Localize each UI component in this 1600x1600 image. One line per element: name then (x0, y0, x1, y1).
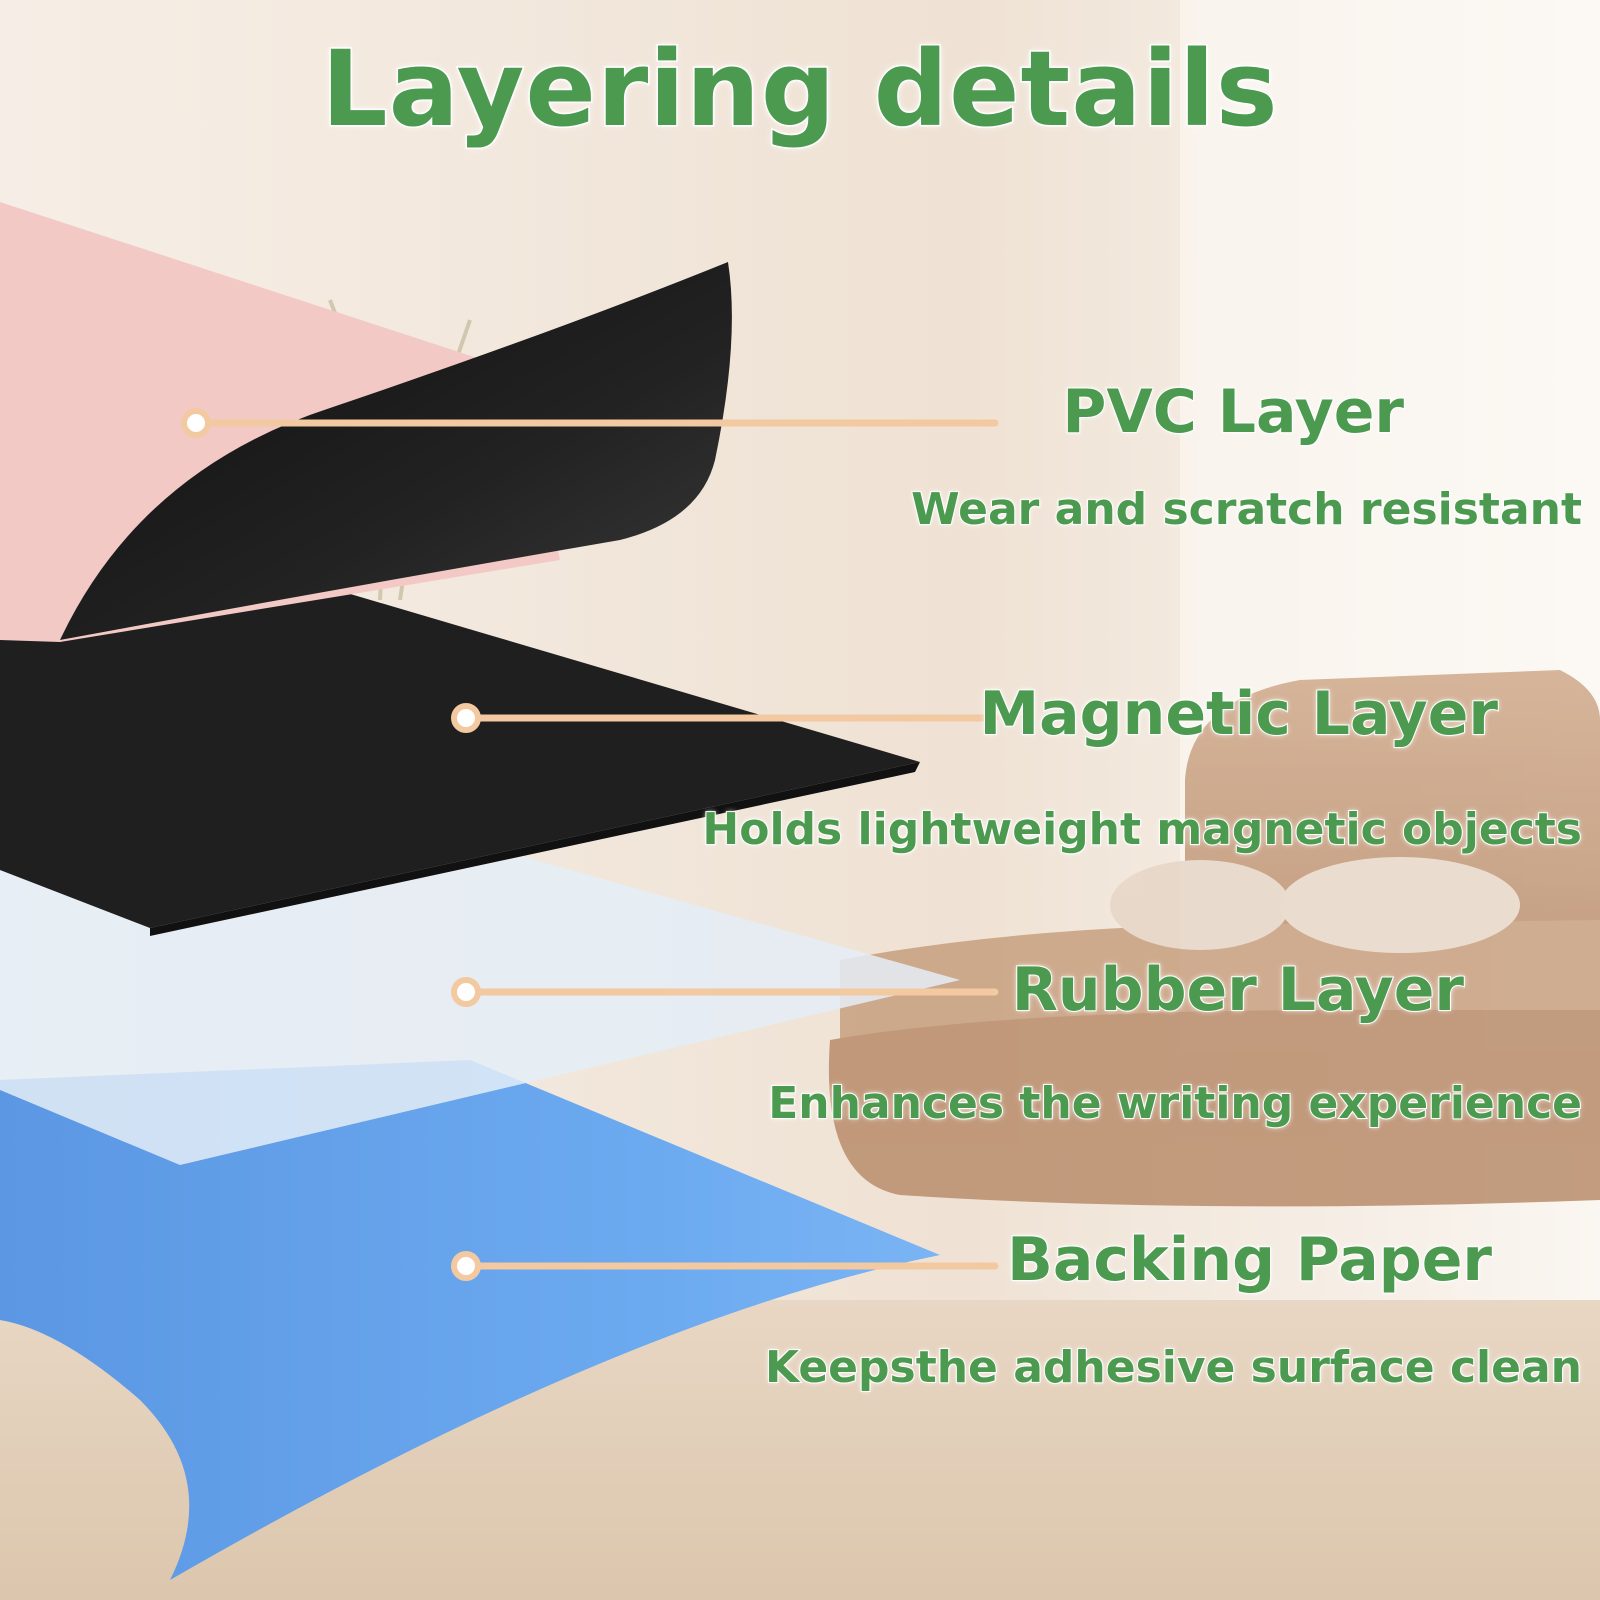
layer-name-pvc: PVC Layer (1061, 377, 1405, 447)
layer-desc-backing: Keepsthe adhesive surface clean (764, 1342, 1583, 1393)
leader-dots (181, 408, 481, 1281)
sofa-illustration (828, 670, 1600, 1207)
layer-desc-magnetic: Holds lightweight magnetic objects (701, 804, 1583, 855)
leader-lines (192, 419, 999, 1270)
layer-name-rubber: Rubber Layer (1011, 955, 1465, 1025)
label-backing-paper: Backing Paper Keepsthe adhesive surface … (764, 1225, 1583, 1393)
page-title: Layering details (320, 27, 1279, 152)
layer-desc-rubber: Enhances the writing experience (767, 1078, 1583, 1129)
rubber-layer-sheet (0, 850, 960, 1165)
layer-name-backing: Backing Paper (1006, 1225, 1493, 1295)
layer-desc-pvc: Wear and scratch resistant (910, 484, 1583, 535)
magnetic-layer-sheet (0, 588, 920, 928)
label-magnetic-layer: Magnetic Layer Holds lightweight magneti… (701, 679, 1583, 855)
pvc-underside-curl (60, 262, 732, 640)
label-pvc-layer: PVC Layer Wear and scratch resistant (910, 377, 1583, 535)
layer-name-magnetic: Magnetic Layer (978, 679, 1499, 749)
label-rubber-layer: Rubber Layer Enhances the writing experi… (767, 955, 1583, 1129)
backing-paper-sheet (0, 1060, 940, 1580)
